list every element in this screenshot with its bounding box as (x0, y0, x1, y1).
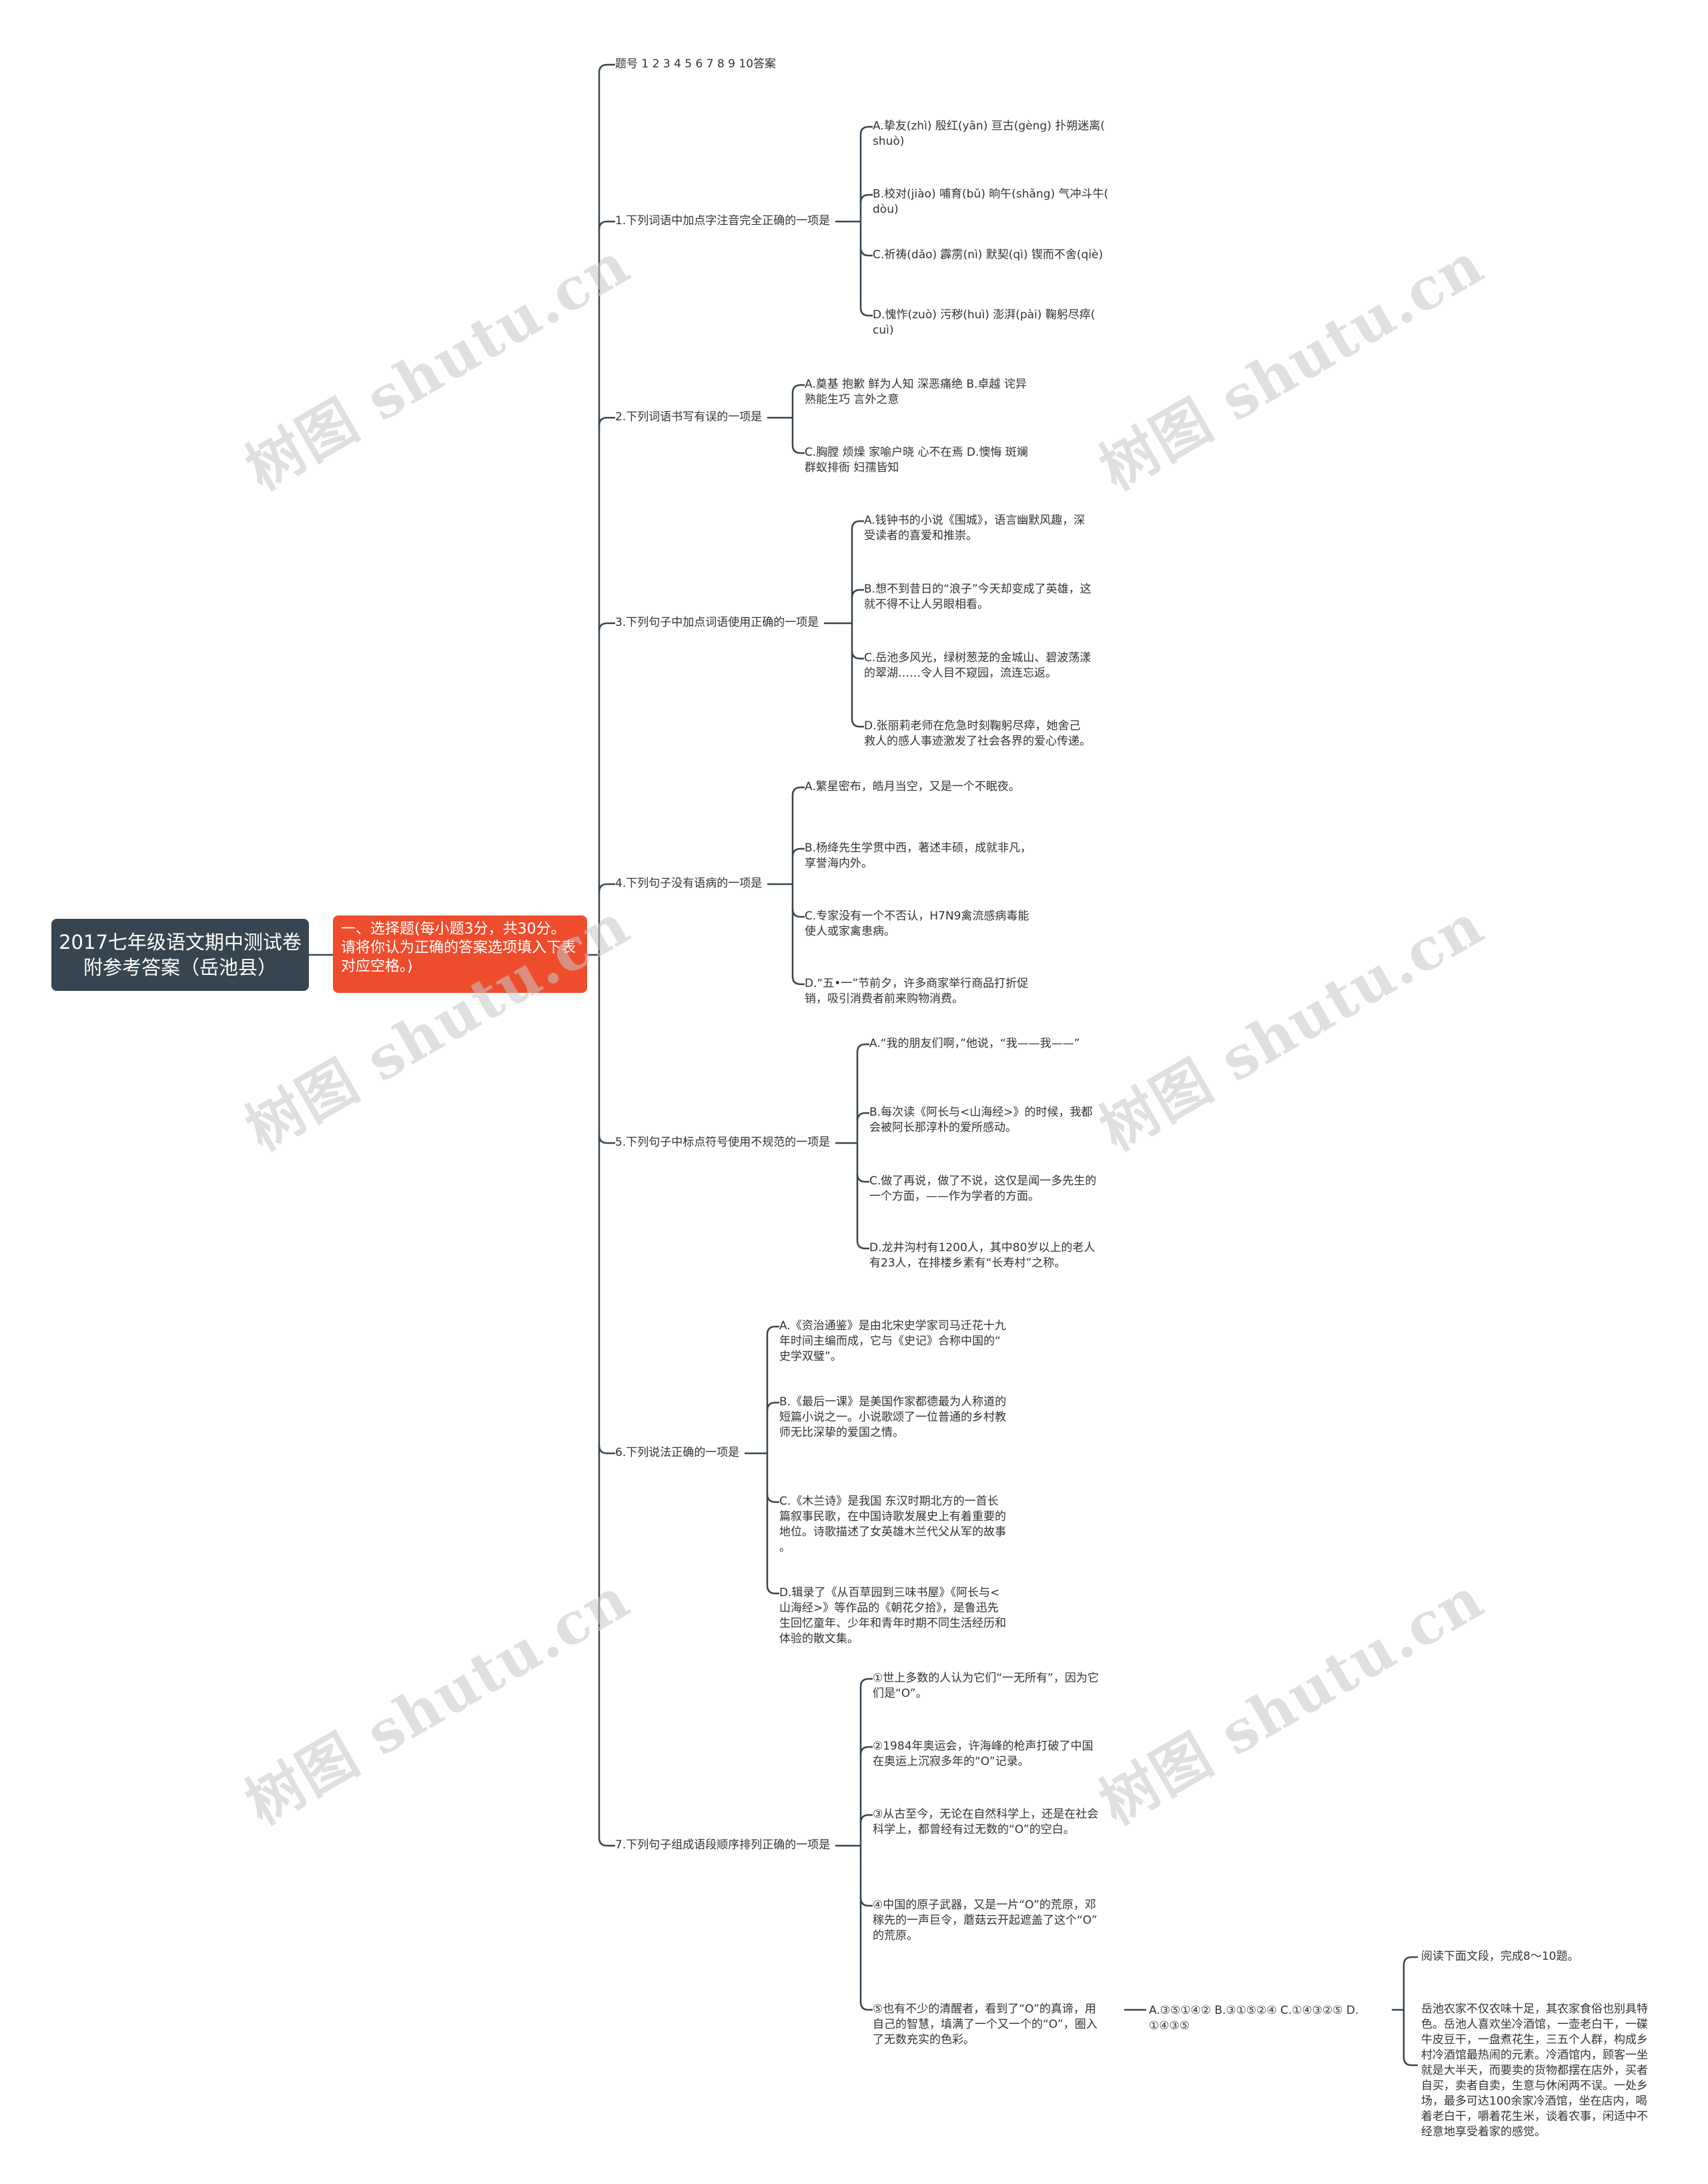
connector (859, 2001, 873, 2011)
connector (856, 1173, 869, 1183)
answer-option[interactable]: A.《资治通鉴》是由北宋史学家司马迁花十九 年时间主编而成，它与《史记》合称中国… (779, 1319, 1006, 1363)
question-label[interactable]: 7.下列句子组成语段顺序排列正确的一项是 (615, 1838, 831, 1852)
connector (598, 883, 615, 893)
answer-option[interactable]: A.钱钟书的小说《围城》，语言幽默风趣，深 受读者的喜爱和推崇。 (864, 514, 1086, 542)
answer-option[interactable]: ①世上多数的人认为它们“一无所有”，因为它 们是“O”。 (873, 1672, 1099, 1700)
answer-option[interactable]: B.每次读《阿长与<山海经>》的时候，我都 会被阿长那淳朴的爱所感动。 (869, 1106, 1093, 1134)
answer-option[interactable]: ②1984年奥运会，许海峰的枪声打破了中国 在奥运上沉寂多年的“O”记录。 (873, 1740, 1094, 1768)
answer-option[interactable]: B.杨绛先生学贯中西，著述丰硕，成就非凡， 享誉海内外。 (805, 841, 1032, 870)
question-label[interactable]: 6.下列说法正确的一项是 (615, 1446, 740, 1459)
answer-option[interactable]: A.奠基 抱歉 鲜为人知 深恶痛绝 B.卓越 诧异 熟能生巧 言外之意 (805, 378, 1027, 406)
answer-option[interactable]: C.岳池多风光，绿树葱茏的金城山、碧波荡漾 的翠湖……令人目不窥园，流连忘返。 (864, 651, 1092, 680)
connector (598, 1134, 615, 1144)
connector (851, 589, 864, 599)
answer-option[interactable]: B.想不到昔日的“浪子”今天却变成了英雄，这 就不得不让人另眼相看。 (864, 583, 1092, 611)
connector (791, 444, 805, 454)
answer-option[interactable]: ⑤也有不少的清醒者，看到了“O”的真谛，用 自己的智慧，填满了一个又一个的“O”… (873, 2003, 1098, 2047)
connector (598, 416, 615, 426)
section-label: 一、选择题(每小题3分，共30分。请将你认为正确的答案选项填入下表对应空格。) (341, 921, 576, 975)
reading-intro[interactable]: 阅读下面文段，完成8～10题。 (1421, 1950, 1579, 1963)
answer-option[interactable]: C.《木兰诗》是我国 东汉时期北方的一首长 篇叙事民歌，在中国诗歌发展史上有着重… (779, 1495, 1006, 1554)
connector (766, 1401, 779, 1411)
connector (766, 1325, 779, 1335)
root-title: 2017七年级语文期中测试卷附参考答案（岳池县） (59, 931, 302, 979)
q7-choices[interactable]: A.③⑤①④② B.③①⑤②④ C.①④③②⑤ D. ①④③⑤ (1149, 2004, 1359, 2033)
connector (851, 718, 864, 728)
answer-option[interactable]: C.做了再说，做了不说，这仅是闻一多先生的 一个方面，——作为学者的方面。 (869, 1174, 1097, 1203)
connector (859, 1678, 873, 1688)
connector (1402, 1956, 1418, 1966)
answer-option[interactable]: C.胸膛 烦燥 家喻户晓 心不在焉 D.懊悔 斑斓 群蚁排衙 妇孺皆知 (805, 446, 1028, 474)
connector (598, 1837, 615, 1847)
answer-option[interactable]: A.“我的朋友们啊，”他说，“我——我——” (869, 1037, 1080, 1050)
connector (791, 908, 805, 918)
answer-option[interactable]: ③从古至今，无论在自然科学上，还是在社会 科学上，都曾经有过无数的“O”的空白。 (873, 1808, 1099, 1836)
connector (791, 976, 805, 986)
answer-option[interactable]: D.“五•一”节前夕，许多商家举行商品打折促 销，吸引消费者前来购物消费。 (805, 977, 1029, 1006)
answer-option[interactable]: D.张丽莉老师在危急时刻鞠躬尽瘁，她舍己 救人的感人事迹激发了社会各界的爱心传递… (864, 719, 1091, 748)
connector (851, 520, 864, 530)
connector (851, 650, 864, 660)
connector (856, 1112, 869, 1122)
connector (1402, 2057, 1418, 2067)
connector (791, 847, 805, 857)
question-label[interactable]: 3.下列句子中加点词语使用正确的一项是 (615, 616, 819, 629)
answer-option[interactable]: B.《最后一课》是美国作家都德最为人称道的 短篇小说之一。小说歌颂了一位普通的乡… (779, 1395, 1007, 1439)
answer-option[interactable]: A.繁星密布，皓月当空，又是一个不眠夜。 (805, 780, 1020, 793)
connector (859, 194, 873, 204)
root-topic[interactable]: 2017七年级语文期中测试卷附参考答案（岳池县） (51, 919, 309, 991)
answer-header[interactable]: 题号 1 2 3 4 5 6 7 8 9 10答案 (615, 57, 777, 71)
connector (859, 247, 873, 257)
connector (766, 1493, 779, 1503)
answer-option[interactable]: A.挚友(zhì) 殷红(yān) 亘古(gèng) 扑朔迷离( shuò) (873, 119, 1105, 148)
reading-passage[interactable]: 岳池农家不仅农味十足，其农家食俗也别具特 色。岳池人喜欢坐冷酒馆，一壶老白干，一… (1421, 2003, 1648, 2139)
connector (598, 622, 615, 632)
answer-option[interactable]: C.祈祷(dǎo) 霹雳(nì) 默契(qì) 锲而不舍(qiè) (873, 248, 1104, 262)
connector (598, 63, 615, 73)
connector (859, 1746, 873, 1756)
connector (856, 1043, 869, 1053)
question-label[interactable]: 5.下列句子中标点符号使用不规范的一项是 (615, 1136, 831, 1149)
answer-option[interactable]: B.校对(jiào) 哺育(bǔ) 晌午(shǎng) 气冲斗牛( dòu) (873, 188, 1109, 216)
connector (859, 125, 873, 135)
connector (766, 1585, 779, 1595)
connector (859, 307, 873, 317)
answer-option[interactable]: D.龙井沟村有1200人，其中80岁以上的老人 有23人，在排楼乡素有“长寿村”… (869, 1241, 1096, 1270)
connector (791, 786, 805, 796)
answer-option[interactable]: ④中国的原子武器，又是一片“O”的荒原，邓 稼先的一声巨令，蘑菇云开起遮盖了这个… (873, 1898, 1098, 1942)
question-label[interactable]: 4.下列句子没有语病的一项是 (615, 877, 763, 890)
answer-option[interactable]: C.专家没有一个不否认，H7N9禽流感病毒能 使人或家禽患病。 (805, 909, 1029, 938)
connector (856, 1240, 869, 1250)
connector (598, 1445, 615, 1455)
question-label[interactable]: 1.下列词语中加点字注音完全正确的一项是 (615, 214, 831, 228)
connector (859, 1814, 873, 1824)
connector (598, 220, 615, 230)
answer-option[interactable]: D.辑录了《从百草园到三味书屋》《阿长与< 山海经>》等作品的《朝花夕拾》，是鲁… (779, 1586, 1006, 1646)
connector (791, 384, 805, 394)
connector (859, 1897, 873, 1907)
section-topic[interactable]: 一、选择题(每小题3分，共30分。请将你认为正确的答案选项填入下表对应空格。) (333, 916, 587, 993)
question-label[interactable]: 2.下列词语书写有误的一项是 (615, 410, 763, 424)
answer-option[interactable]: D.愧怍(zuò) 污秽(huì) 澎湃(pài) 鞠躬尽瘁( cuì) (873, 308, 1096, 337)
